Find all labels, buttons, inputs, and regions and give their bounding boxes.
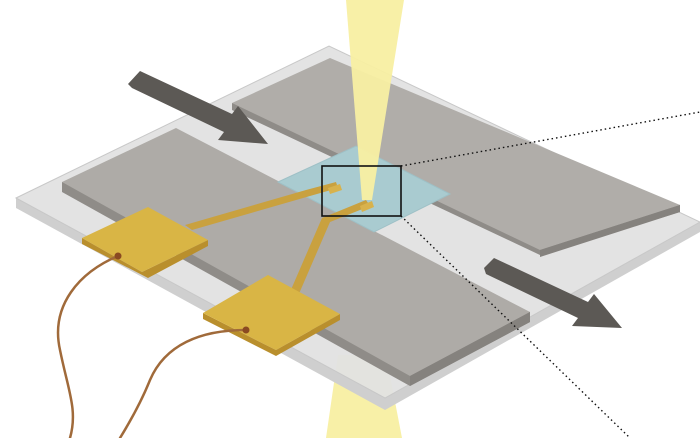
upper-right-plate <box>232 58 680 257</box>
wire-bond-dots <box>114 252 250 334</box>
zoom-lines <box>400 111 700 438</box>
wires <box>56 254 248 438</box>
gold-traces <box>185 182 370 296</box>
flow-out-arrow <box>484 258 622 328</box>
gold-pad-1 <box>82 207 208 278</box>
trace-tips <box>328 184 374 212</box>
gold-pad-2 <box>203 275 340 356</box>
flow-in-arrow <box>128 71 268 144</box>
zoom-box <box>321 165 402 217</box>
incoming-beam <box>346 0 404 200</box>
